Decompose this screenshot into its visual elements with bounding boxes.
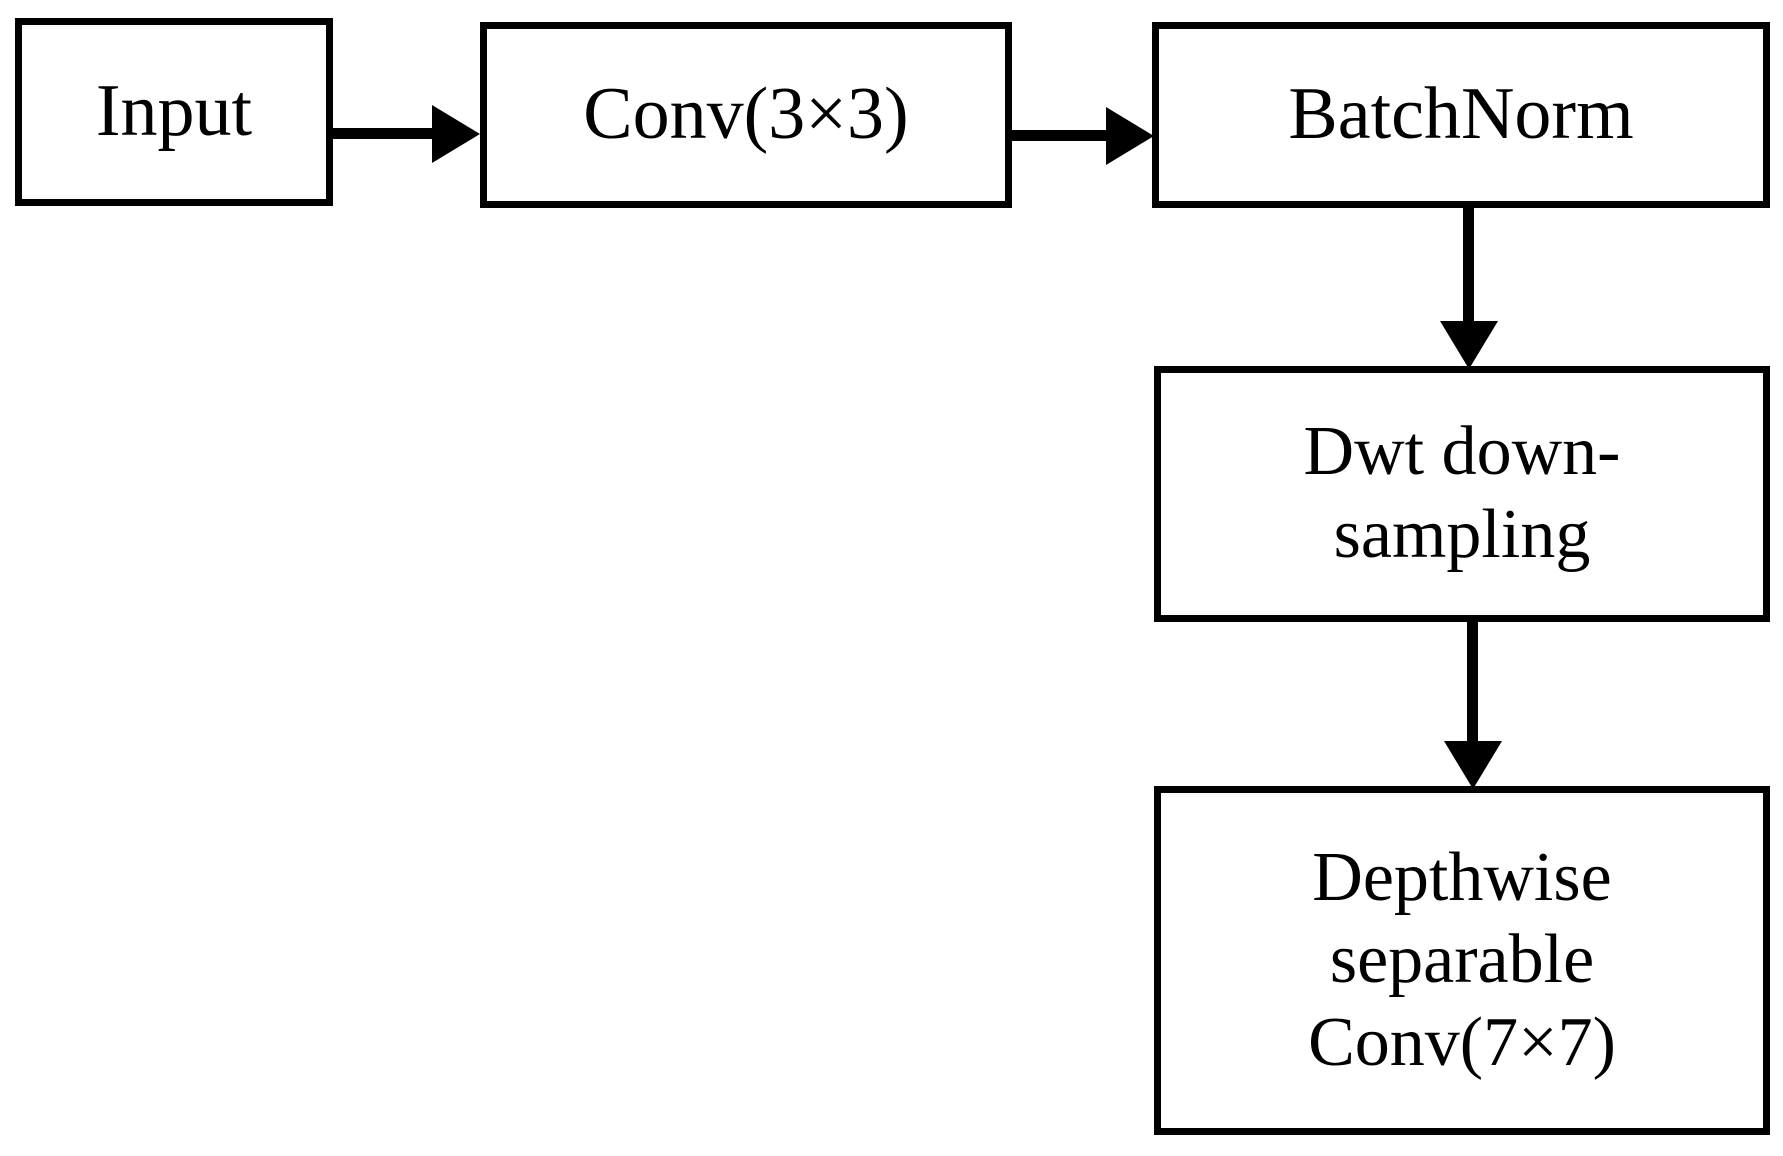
edge-shaft (1010, 130, 1114, 141)
node-conv3x3-label: Conv(3×3) (583, 73, 909, 156)
edge-input-to-conv3x3 (332, 105, 482, 163)
edge-conv3x3-to-batchnorm (1010, 107, 1158, 165)
node-dwt-downsampling-label: Dwt down- sampling (1303, 413, 1621, 573)
node-conv3x3[interactable]: Conv(3×3) (480, 22, 1012, 208)
edge-shaft (1467, 617, 1478, 749)
node-batchnorm[interactable]: BatchNorm (1152, 22, 1770, 208)
node-dwt-downsampling[interactable]: Dwt down- sampling (1154, 366, 1770, 622)
edge-batchnorm-to-dwt-downsampling (1440, 203, 1498, 371)
edge-dwt-downsampling-to-depthwise-separable-conv7x7 (1444, 617, 1502, 792)
arrow-down-icon (1440, 321, 1498, 369)
node-depthwise-separable-conv7x7[interactable]: Depthwise separable Conv(7×7) (1154, 786, 1770, 1135)
arrow-right-icon (432, 105, 480, 163)
edge-shaft (1463, 203, 1474, 329)
arrow-down-icon (1444, 741, 1502, 789)
edge-shaft (332, 128, 442, 139)
node-depthwise-separable-conv7x7-label: Depthwise separable Conv(7×7) (1308, 838, 1616, 1081)
node-input-label: Input (95, 70, 253, 153)
arrow-right-icon (1106, 107, 1154, 165)
node-batchnorm-label: BatchNorm (1288, 73, 1634, 156)
node-input[interactable]: Input (15, 18, 333, 206)
